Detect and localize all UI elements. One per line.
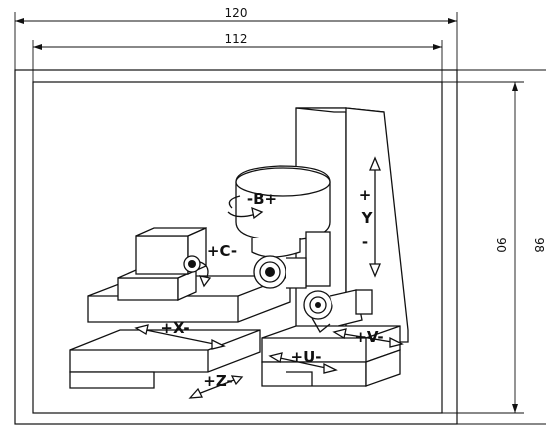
headstock-block bbox=[117, 226, 207, 302]
dimension-height-90: 90 bbox=[442, 81, 524, 414]
dimension-label-120: 120 bbox=[225, 6, 248, 20]
axis-label-u: +U- bbox=[291, 348, 322, 366]
z-axis-arrow bbox=[188, 375, 244, 399]
u-axis-arrow bbox=[268, 352, 338, 374]
axis-label-z: +Z- bbox=[203, 372, 232, 390]
dimension-width-120: 120 bbox=[14, 6, 458, 72]
dimension-height-98: 98 bbox=[457, 69, 546, 425]
axis-label-b: -B+ bbox=[247, 190, 277, 208]
dimension-label-98: 98 bbox=[532, 237, 546, 252]
axis-label-y: Y bbox=[361, 209, 374, 227]
axis-label-c: +C- bbox=[207, 242, 237, 260]
v-axis-fixture bbox=[303, 289, 373, 333]
axis-label-y-plus: + bbox=[359, 186, 372, 204]
dimension-width-112: 112 bbox=[32, 32, 443, 84]
spindle-head bbox=[235, 165, 331, 289]
u-axis-carriage bbox=[261, 325, 401, 387]
b-axis-arrow bbox=[227, 195, 264, 220]
outer-frame bbox=[14, 69, 458, 425]
inner-frame bbox=[32, 81, 443, 414]
axis-label-v: +V- bbox=[354, 328, 383, 346]
c-axis-arrow bbox=[198, 261, 212, 288]
dimension-label-90: 90 bbox=[494, 237, 508, 252]
v-axis-arrow bbox=[332, 328, 404, 348]
axis-label-y-minus: - bbox=[362, 233, 368, 251]
y-axis-arrow bbox=[369, 156, 381, 278]
axis-label-x: +X- bbox=[160, 319, 189, 337]
dimension-label-112: 112 bbox=[225, 32, 248, 46]
x-axis-arrow bbox=[134, 324, 226, 350]
